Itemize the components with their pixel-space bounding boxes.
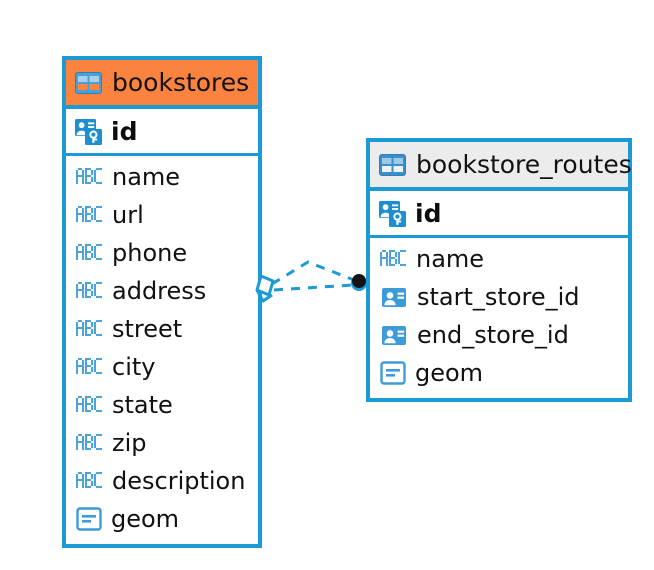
field-label: end_store_id [417, 321, 569, 349]
field-label: geom [415, 359, 484, 387]
foreign-key-icon [380, 283, 408, 311]
field-row[interactable]: description [66, 462, 258, 500]
primary-key-label: id [111, 116, 138, 146]
table-icon [75, 71, 102, 94]
abc-icon [76, 472, 103, 490]
relationship-line-upper [271, 260, 355, 286]
entity-bookstores[interactable]: bookstores id [62, 56, 262, 548]
entity-bookstore-routes[interactable]: bookstore_routes id [366, 138, 632, 402]
abc-icon [76, 320, 103, 338]
entity-title: bookstore_routes [416, 150, 632, 179]
relationship-connector[interactable] [250, 240, 380, 320]
field-label: state [112, 391, 173, 419]
field-row[interactable]: zip [66, 424, 258, 462]
field-label: name [112, 163, 181, 191]
entity-title: bookstores [112, 68, 250, 97]
field-label: address [112, 277, 207, 305]
field-row[interactable]: street [66, 310, 258, 348]
field-label: city [112, 353, 156, 381]
primary-key-icon [75, 117, 103, 145]
abc-icon [76, 206, 103, 224]
primary-key-row[interactable]: id [370, 191, 628, 238]
field-label: start_store_id [417, 283, 580, 311]
abc-icon [380, 250, 407, 268]
abc-icon [76, 168, 103, 186]
field-list-bookstore-routes: name start_store_id [370, 238, 628, 392]
blob-icon [380, 360, 406, 386]
field-label: street [112, 315, 183, 343]
primary-key-label: id [415, 198, 442, 228]
filled-circle-marker [351, 274, 367, 291]
field-row[interactable]: end_store_id [370, 316, 628, 354]
entity-header-bookstore-routes[interactable]: bookstore_routes [370, 142, 632, 191]
abc-icon [76, 358, 103, 376]
field-label: geom [111, 505, 180, 533]
field-label: zip [112, 429, 147, 457]
field-row[interactable]: geom [66, 500, 258, 538]
entity-header-bookstores[interactable]: bookstores [66, 60, 258, 109]
foreign-key-icon [380, 321, 408, 349]
primary-key-icon [379, 199, 407, 227]
abc-icon [76, 282, 103, 300]
field-row[interactable]: name [66, 158, 258, 196]
field-row[interactable]: phone [66, 234, 258, 272]
field-row[interactable]: geom [370, 354, 628, 392]
primary-key-row[interactable]: id [66, 109, 258, 156]
field-row[interactable]: start_store_id [370, 278, 628, 316]
field-row[interactable]: address [66, 272, 258, 310]
field-row[interactable]: name [370, 240, 628, 278]
field-row[interactable]: url [66, 196, 258, 234]
abc-icon [76, 244, 103, 262]
field-label: phone [112, 239, 188, 267]
field-row[interactable]: city [66, 348, 258, 386]
field-label: description [112, 467, 246, 495]
field-list-bookstores: name u [66, 156, 258, 538]
table-icon [379, 153, 406, 176]
abc-icon [76, 434, 103, 452]
blob-icon [76, 506, 102, 532]
relationship-line-lower [273, 283, 354, 292]
field-label: name [416, 245, 485, 273]
field-row[interactable]: state [66, 386, 258, 424]
abc-icon [76, 396, 103, 414]
field-label: url [112, 201, 144, 229]
